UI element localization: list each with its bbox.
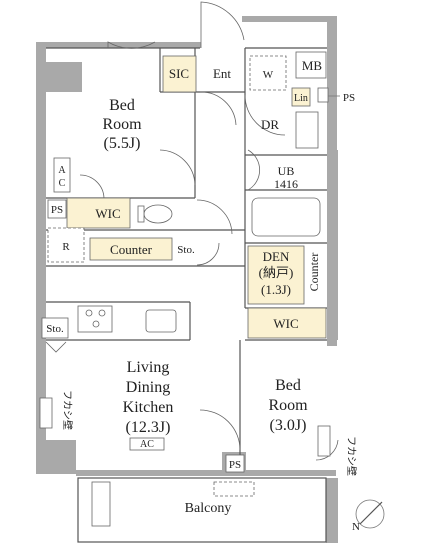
den-line2: (納戸) <box>259 265 294 280</box>
dr-label: DR <box>261 117 279 132</box>
ldk-line2: Dining <box>126 379 170 396</box>
ac-box-bedroom <box>53 157 71 193</box>
bathtub <box>251 197 321 237</box>
bedroom2-line1: Bed <box>275 377 301 394</box>
ac1-a-label: A <box>58 165 66 176</box>
north-arrow <box>355 499 385 529</box>
mb-label: MB <box>302 58 323 73</box>
ac-box-ldk <box>129 437 165 451</box>
wic2-closet <box>247 307 327 339</box>
counter-closet <box>89 237 173 261</box>
entrance-label: Ent <box>213 66 231 81</box>
ps-bottom-label: PS <box>229 459 241 471</box>
bedroom1-size: (5.5J) <box>104 135 141 152</box>
ac2-label: AC <box>140 439 154 450</box>
counter-v-label: Counter <box>307 253 321 292</box>
doors <box>45 1 339 461</box>
stove <box>77 305 113 333</box>
den-line1: DEN <box>263 249 290 264</box>
toilet <box>143 204 173 224</box>
bedroom1-line1: Bed <box>109 97 135 114</box>
bedroom1-line2: Room <box>102 116 142 133</box>
fukashi-left-label: フカシ壁 <box>61 390 74 430</box>
wic1-closet <box>66 197 131 229</box>
labels: Bed Room (5.5J) Bed Room (3.0J) Living D… <box>46 58 360 533</box>
ac1-c-label: C <box>59 178 66 189</box>
ps-top-label: PS <box>343 92 355 104</box>
sic-label: SIC <box>169 66 189 81</box>
fridge-label: R <box>62 241 70 253</box>
lin-label: Lin <box>294 93 308 104</box>
balcony-outline <box>77 477 327 543</box>
sto1-label: Sto. <box>177 244 195 256</box>
wic2-label: WIC <box>273 316 298 331</box>
fukashi-right-label: フカシ壁 <box>345 436 358 476</box>
fixtures <box>39 51 385 543</box>
wic1-label: WIC <box>95 206 120 221</box>
sic-closet <box>162 55 197 93</box>
den-closet <box>247 245 305 305</box>
ub-size-label: 1416 <box>274 177 298 191</box>
den-size: (1.3J) <box>261 282 291 297</box>
counter-h-label: Counter <box>110 242 153 257</box>
washer-space <box>249 55 287 91</box>
ub-name-label: UB <box>278 164 295 178</box>
ldk-size: (12.3J) <box>126 419 171 436</box>
lin-closet <box>291 87 311 107</box>
ldk-line1: Living <box>127 359 170 376</box>
bedroom2-line2: Room <box>268 397 308 414</box>
balcony-label: Balcony <box>185 501 232 516</box>
bedroom2-size: (3.0J) <box>270 417 307 434</box>
sto2-label: Sto. <box>46 323 64 335</box>
kitchen-sink <box>145 309 177 333</box>
ldk-line3: Kitchen <box>123 399 174 416</box>
closets <box>66 55 327 339</box>
w-label: W <box>263 69 274 81</box>
fridge-space <box>47 227 85 263</box>
ps-left-label: PS <box>51 204 63 216</box>
wash-basin <box>295 111 319 149</box>
north-label: N <box>352 521 360 533</box>
